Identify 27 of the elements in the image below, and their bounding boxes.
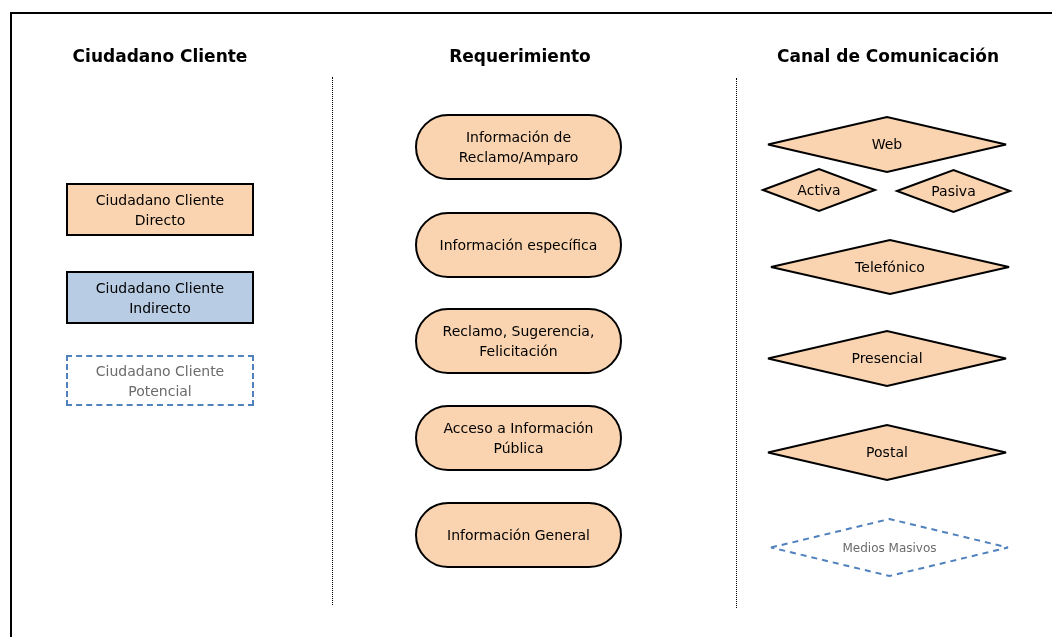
node-label: Reclamo, Sugerencia, Felicitación <box>441 322 596 361</box>
node-label: Web <box>871 135 903 154</box>
node-label: Información General <box>447 526 590 545</box>
column-heading: Canal de Comunicación <box>777 45 999 68</box>
column-heading: Ciudadano Cliente <box>72 45 248 68</box>
node-label: Presencial <box>851 349 923 368</box>
node-label: Ciudadano Cliente Potencial <box>94 361 226 401</box>
node-label: Ciudadano Cliente Directo <box>94 190 226 230</box>
node-label: Información de Reclamo/Amparo <box>457 128 580 167</box>
diamond-shape <box>771 240 1009 294</box>
node-label: Telefónico <box>855 257 925 277</box>
node-label: Postal <box>866 443 908 462</box>
process-box <box>66 183 254 236</box>
process-box <box>66 355 254 406</box>
node-label: Ciudadano Cliente Indirecto <box>94 278 226 318</box>
node-label: Pasiva <box>931 181 976 201</box>
diamond-shape <box>768 425 1006 480</box>
node-label: Activa <box>797 180 841 200</box>
diamond-shape <box>763 169 875 211</box>
diamond-shape <box>771 519 1008 576</box>
node-label: Información específica <box>439 236 598 255</box>
diamond-shape <box>768 331 1006 386</box>
column-heading: Requerimiento <box>449 45 591 68</box>
process-box <box>66 271 254 324</box>
node-label: Acceso a Información Pública <box>442 419 595 458</box>
node-label: Medios Masivos <box>842 539 937 557</box>
diamond-shape <box>897 170 1010 212</box>
